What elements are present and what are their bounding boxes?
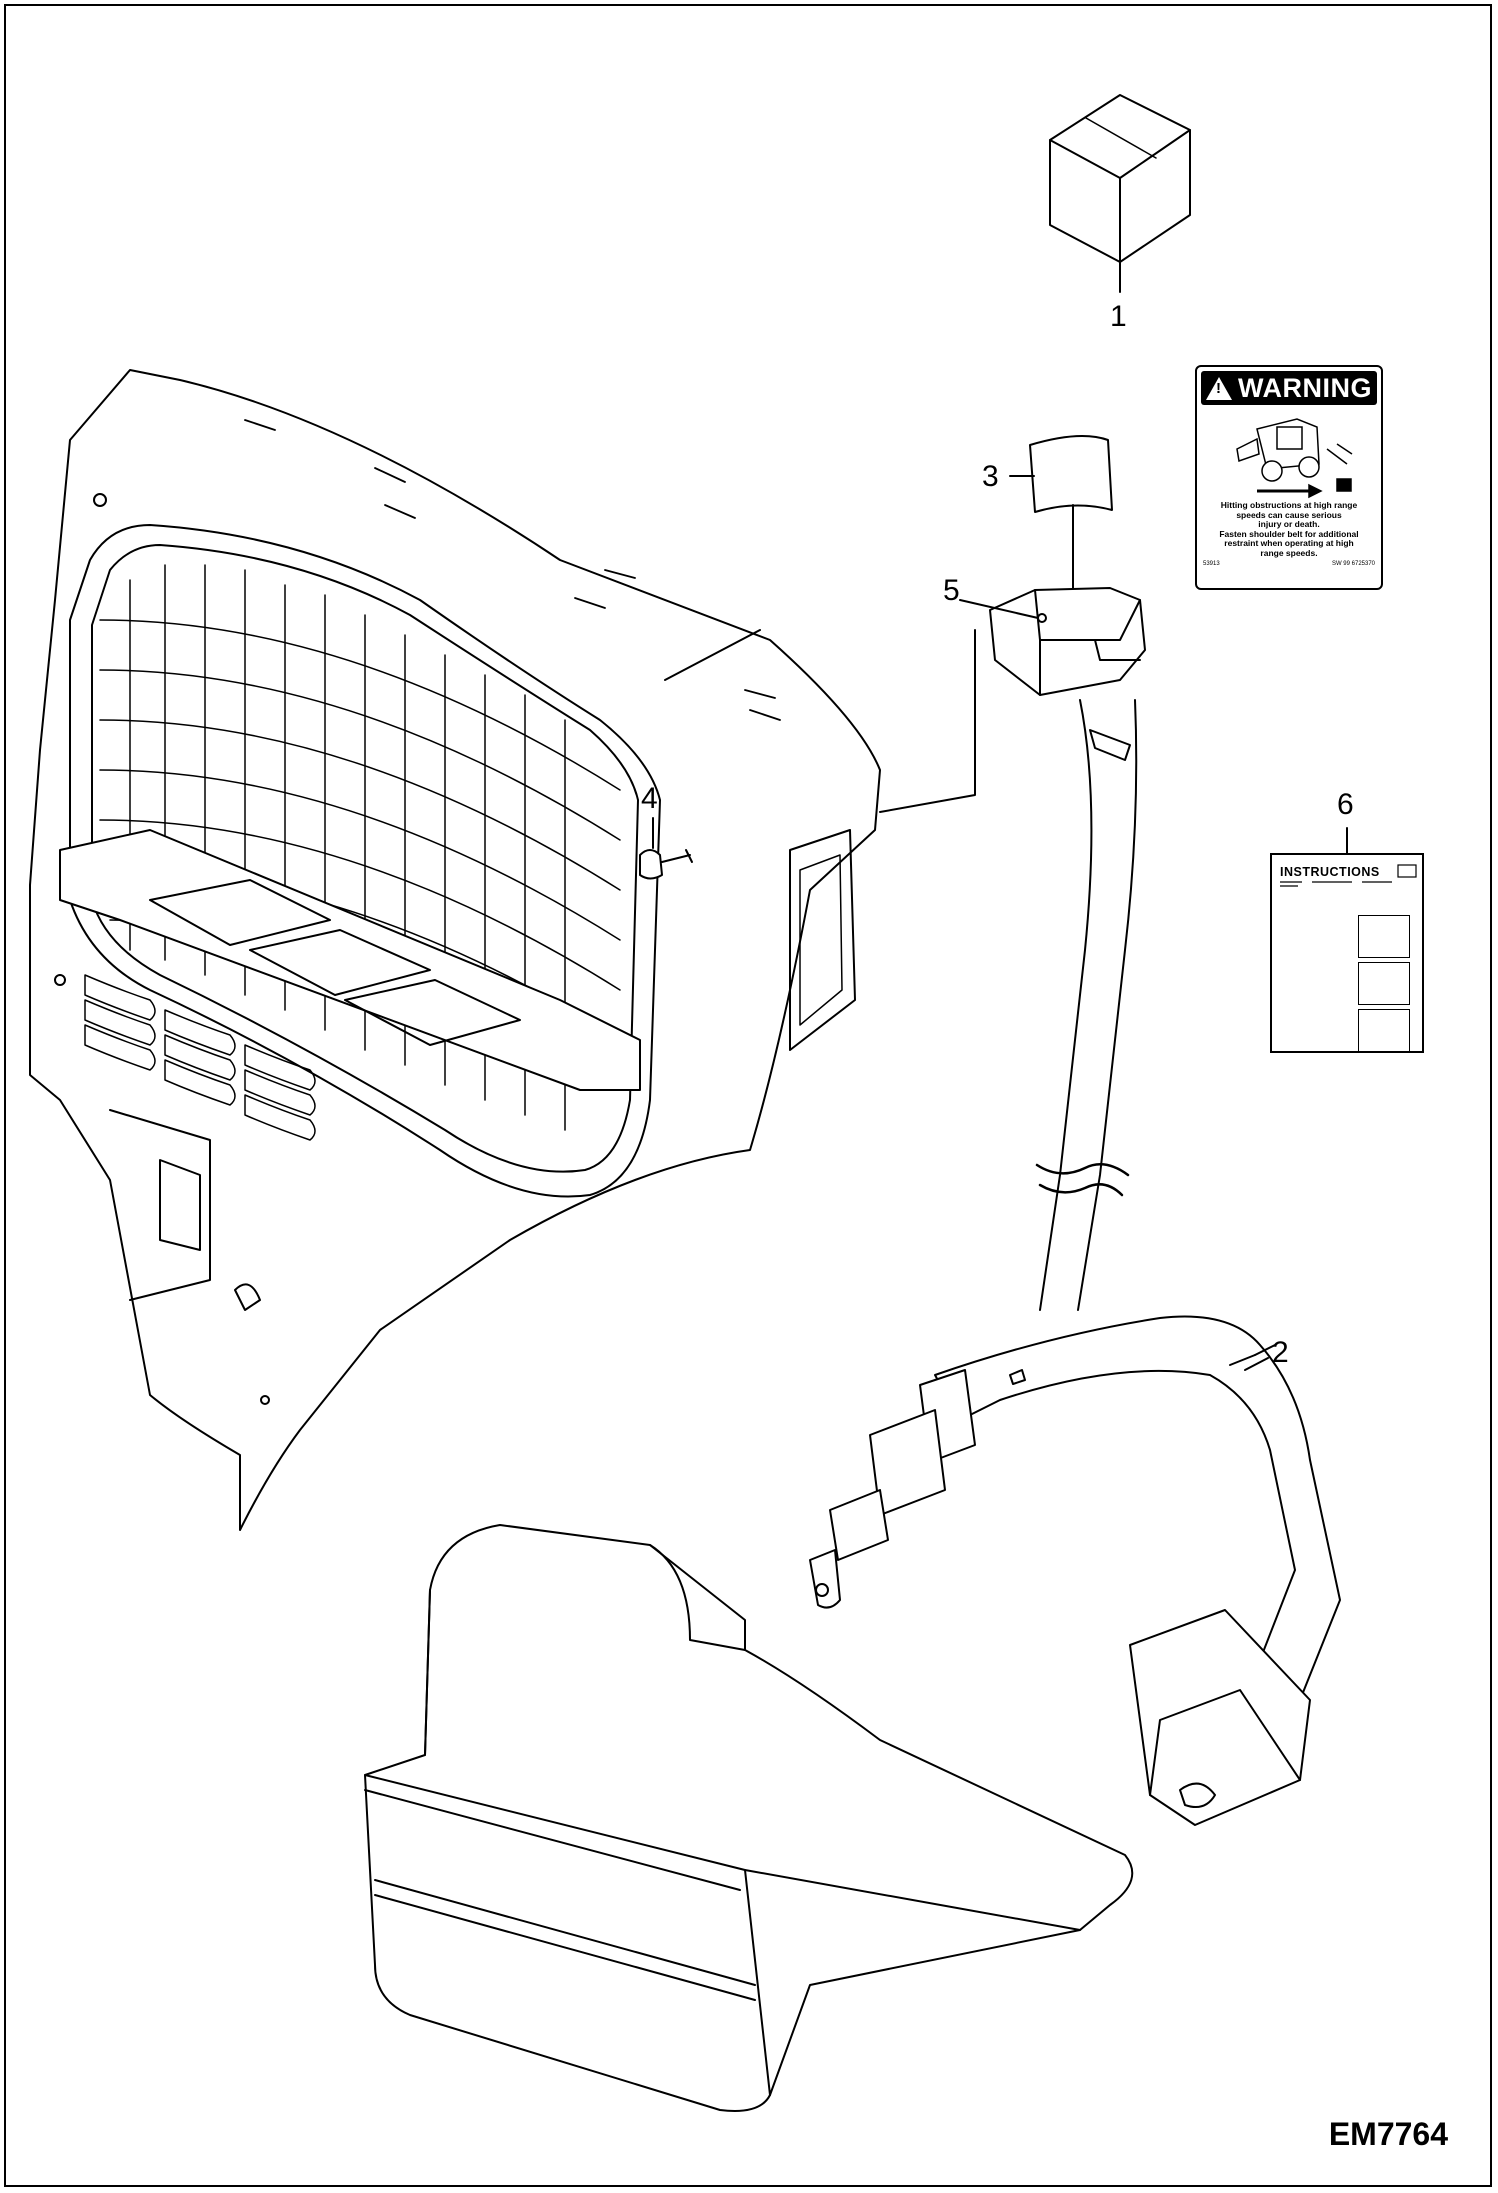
callout-2: 2 [1272, 1336, 1289, 1369]
warning-header: ! WARNING [1201, 371, 1377, 405]
callout-3: 3 [982, 460, 999, 493]
instructions-card: INSTRUCTIONS [1270, 853, 1424, 1053]
warning-decal: ! WARNING Hitting obstructions at high r… [1195, 365, 1383, 590]
instructions-figure-box [1358, 1009, 1410, 1052]
figure-id: EM7764 [1328, 2116, 1448, 2152]
warning-triangle-icon: ! [1206, 376, 1232, 400]
loader-pictogram [1197, 409, 1381, 501]
bolt-part [639, 817, 693, 880]
warning-header-text: WARNING [1238, 372, 1372, 403]
callout-6: 6 [1337, 788, 1354, 821]
instructions-title: INSTRUCTIONS [1280, 865, 1380, 879]
instructions-figure-box [1358, 962, 1410, 1005]
callout-1: 1 [1110, 300, 1127, 333]
instructions-text-lines [1280, 864, 1417, 887]
warning-message: Hitting obstructions at high range speed… [1219, 500, 1359, 558]
pad-part [1009, 435, 1113, 591]
callout-5: 5 [943, 574, 960, 607]
decal-codes: 53913 SW 99 6725370 [1203, 561, 1375, 567]
callout-4: 4 [641, 782, 658, 815]
lap-belt-part [809, 1315, 1341, 1826]
retractor-part [879, 587, 1146, 813]
lap-belt-leader [1244, 1357, 1269, 1371]
shoulder-belt-strap [1035, 699, 1138, 1311]
seat-part [364, 1524, 1134, 2112]
instructions-figure-box [1358, 915, 1410, 958]
kit-box-part [1049, 94, 1191, 293]
cab-frame-part [29, 369, 881, 1531]
drawing-border [4, 4, 1492, 2187]
